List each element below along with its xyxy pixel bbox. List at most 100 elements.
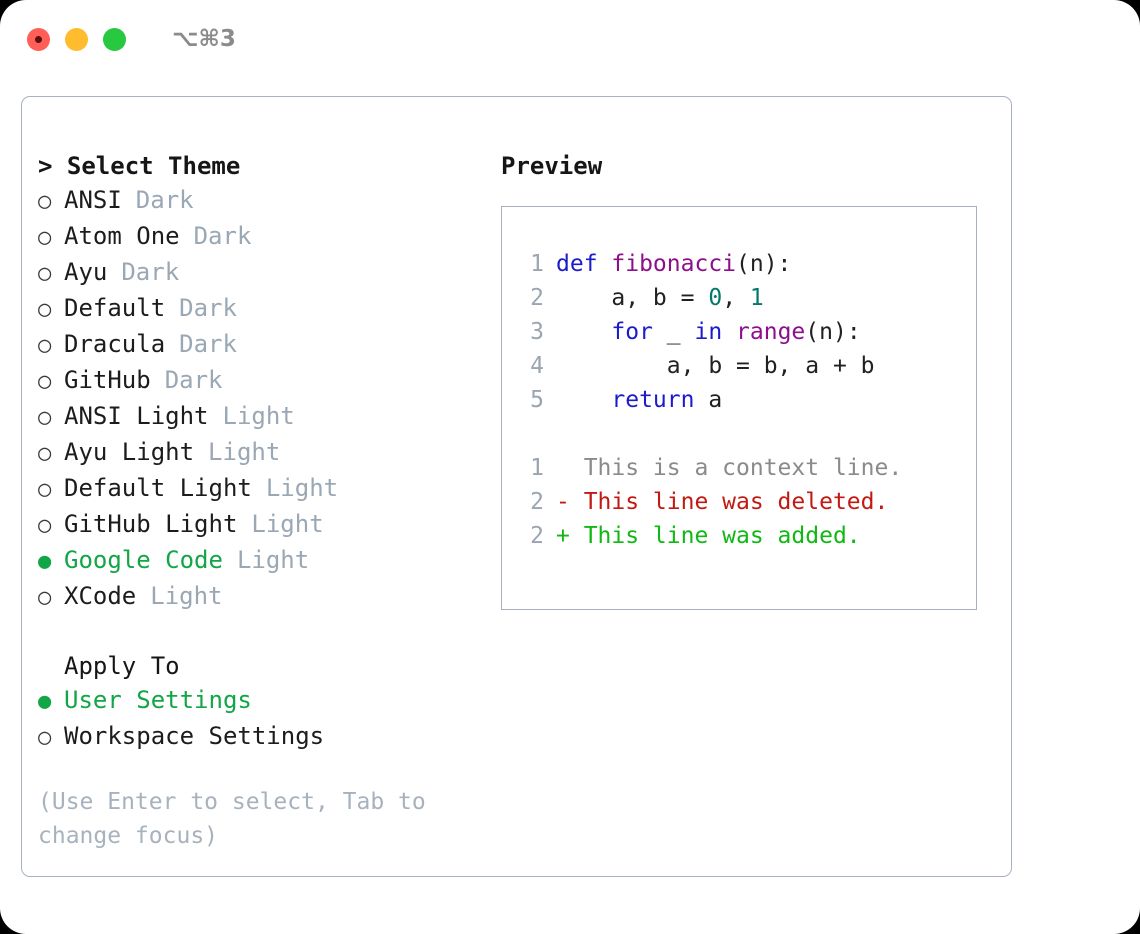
- code-token-kw: def: [556, 251, 612, 277]
- theme-option-label: Dracula: [64, 330, 166, 358]
- code-token-plain: a, b =: [556, 285, 709, 311]
- code-token-plain: [722, 319, 736, 345]
- theme-option-label: ANSI: [64, 186, 122, 214]
- window-shortcut-label: ⌥⌘3: [172, 26, 236, 52]
- theme-option-kind: Light: [222, 402, 295, 430]
- apply-to-option-workspace-settings[interactable]: ○ Workspace Settings: [38, 719, 488, 755]
- apply-to-option-label: User Settings: [64, 686, 252, 714]
- diff-line-number: 1: [530, 455, 544, 481]
- code-token-num: 0: [708, 285, 723, 311]
- radio-unselected-icon: ○: [38, 297, 52, 322]
- radio-unselected-icon: ○: [38, 477, 52, 502]
- radio-unselected-icon: ○: [38, 513, 52, 538]
- theme-option-kind: Light: [236, 546, 310, 574]
- diff-line-text-ctx: This is a context line.: [556, 455, 903, 481]
- theme-option-label: Default Light: [64, 474, 252, 502]
- theme-option-ayu-light[interactable]: ○ Ayu Light Light: [38, 435, 488, 471]
- code-token-plain: a, b = b, a + b: [556, 353, 875, 379]
- keyboard-hint: (Use Enter to select, Tab to change focu…: [38, 789, 426, 849]
- code-line-number: 5: [530, 387, 544, 413]
- select-theme-heading: > Select Theme: [38, 152, 241, 180]
- apply-to-list[interactable]: ● User Settings ○ Workspace Settings: [38, 683, 488, 755]
- theme-option-kind: Dark: [193, 222, 252, 250]
- radio-unselected-icon: ○: [38, 725, 52, 750]
- theme-option-label: Ayu Light: [64, 438, 195, 466]
- code-line-text: a, b = b, a + b: [556, 349, 875, 383]
- preview-heading: Preview: [501, 152, 603, 180]
- diff-line-number: 2: [530, 489, 544, 515]
- code-token-num: 1: [749, 285, 764, 311]
- theme-option-google-code[interactable]: ● Google Code Light: [38, 543, 488, 579]
- theme-option-kind: Light: [251, 510, 324, 538]
- code-line: 2 a, b = 0, 1: [514, 281, 976, 315]
- code-token-plain: ,: [722, 285, 750, 311]
- radio-unselected-icon: ○: [38, 405, 52, 430]
- diff-line: 2 + This line was added.: [514, 519, 976, 553]
- theme-option-xcode[interactable]: ○ XCode Light: [38, 579, 488, 615]
- radio-unselected-icon: ○: [38, 333, 52, 358]
- code-token-plain: (n):: [736, 251, 792, 277]
- theme-option-kind: Dark: [179, 294, 237, 322]
- radio-unselected-icon: ○: [38, 585, 52, 610]
- code-line-number: 1: [530, 251, 544, 277]
- radio-selected-icon: ●: [38, 689, 52, 714]
- radio-unselected-icon: ○: [38, 189, 52, 214]
- diff-line-text-add: + This line was added.: [556, 523, 861, 549]
- code-line-text: for _ in range(n):: [556, 315, 861, 349]
- theme-option-kind: Dark: [121, 258, 180, 286]
- theme-option-kind: Dark: [164, 366, 223, 394]
- code-line: 1 def fibonacci(n):: [514, 247, 976, 281]
- code-line: 5 return a: [514, 383, 976, 417]
- list-spacer: [38, 615, 488, 649]
- close-button-icon[interactable]: [27, 27, 50, 51]
- code-token-plain: [556, 387, 611, 413]
- code-line-text: a, b = 0, 1: [556, 281, 764, 315]
- apply-to-heading-label: Apply To: [64, 652, 180, 680]
- radio-unselected-icon: ○: [38, 225, 52, 250]
- code-line: 4 a, b = b, a + b: [514, 349, 976, 383]
- radio-unselected-icon: ○: [38, 441, 52, 466]
- apply-to-option-user-settings[interactable]: ● User Settings: [38, 683, 488, 719]
- theme-option-github[interactable]: ○ GitHub Dark: [38, 363, 488, 399]
- code-line: 3 for _ in range(n):: [514, 315, 976, 349]
- theme-option-label: XCode: [64, 582, 137, 610]
- code-token-plain: (n):: [805, 319, 861, 345]
- theme-option-label: Ayu: [64, 258, 108, 286]
- title-bar: ⌥⌘3: [0, 0, 1140, 78]
- theme-option-label: GitHub: [64, 366, 151, 394]
- code-line-text: def fibonacci(n):: [556, 247, 791, 281]
- radio-unselected-icon: ○: [38, 369, 52, 394]
- theme-option-kind: Light: [150, 582, 223, 610]
- code-token-plain: [556, 319, 611, 345]
- code-token-kw: for: [611, 319, 653, 345]
- code-line-number: 4: [530, 353, 544, 379]
- maximize-button-icon[interactable]: [103, 27, 126, 51]
- code-token-fn: range: [736, 319, 806, 345]
- theme-option-kind: Light: [208, 438, 281, 466]
- traffic-light-group: [27, 27, 126, 51]
- code-token-plain: a: [694, 387, 723, 413]
- code-token-kw: in: [694, 319, 723, 345]
- radio-selected-icon: ●: [38, 549, 52, 574]
- theme-option-label: Google Code: [64, 546, 223, 574]
- code-line-number: 3: [530, 319, 544, 345]
- diff-line-number: 2: [530, 523, 544, 549]
- minimize-button-icon[interactable]: [65, 27, 88, 51]
- code-diff-gap: [514, 417, 976, 451]
- apply-to-option-label: Workspace Settings: [64, 722, 325, 750]
